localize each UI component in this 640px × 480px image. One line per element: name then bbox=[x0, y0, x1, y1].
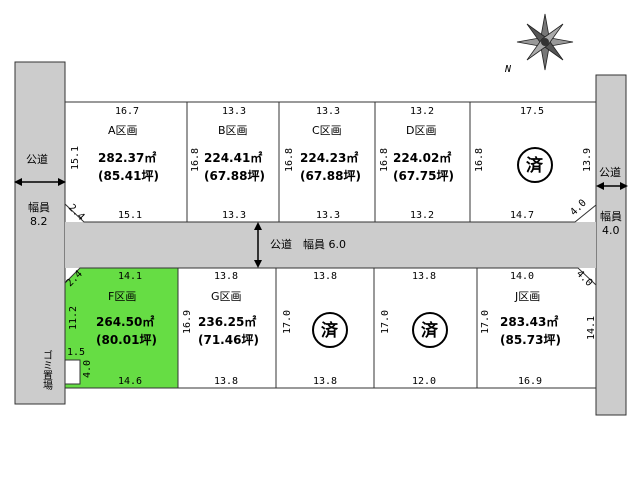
garbage-dim-2: 4.0 bbox=[82, 360, 93, 378]
arrow-head-icon bbox=[254, 260, 262, 268]
left-road-width: 8.2 bbox=[30, 215, 48, 228]
lot-g-left-dim: 16.9 bbox=[182, 310, 193, 334]
lot-f-bottom-dim: 14.6 bbox=[118, 376, 142, 387]
lot-h-left-dim: 17.0 bbox=[282, 310, 293, 334]
right-road-label: 公道 bbox=[599, 165, 621, 179]
lot-j-area: 283.43㎡ bbox=[500, 314, 558, 329]
center-road-label: 公道 幅員 6.0 bbox=[270, 237, 346, 251]
lot-a-area: 282.37㎡ bbox=[98, 150, 156, 165]
lot-f-tsubo: (80.01坪) bbox=[96, 333, 157, 347]
lot-c[interactable] bbox=[278, 101, 376, 223]
lot-a-top-dim: 16.7 bbox=[115, 106, 139, 117]
lot-j-left-dim: 17.0 bbox=[480, 310, 491, 334]
lot-e-left-dim: 16.8 bbox=[474, 148, 485, 172]
sold-mark: 済 bbox=[321, 320, 339, 341]
lot-i-bottom-dim: 12.0 bbox=[412, 376, 436, 387]
lot-a[interactable] bbox=[64, 101, 188, 223]
arrow-head-icon bbox=[620, 182, 628, 190]
sold-badge bbox=[412, 312, 448, 348]
lot-g-tsubo: (71.46坪) bbox=[198, 333, 259, 347]
lot-g-name: G区画 bbox=[211, 290, 242, 303]
right-road-width-label: 幅員 bbox=[600, 210, 622, 223]
compass-icon bbox=[516, 13, 574, 71]
lot-f-left-dim: 11.2 bbox=[68, 306, 79, 330]
lot-b-tsubo: (67.88坪) bbox=[204, 169, 265, 183]
lot-b-area: 224.41㎡ bbox=[204, 150, 262, 165]
sold-mark: 済 bbox=[526, 155, 544, 176]
lot-f-name: F区画 bbox=[108, 290, 136, 303]
lot-d-bottom-dim: 13.2 bbox=[410, 210, 434, 221]
lot-a-name: A区画 bbox=[108, 124, 138, 137]
lot-f-top-dim: 14.1 bbox=[118, 271, 142, 282]
lot-c-name: C区画 bbox=[312, 124, 342, 137]
arrow-head-icon bbox=[596, 182, 604, 190]
arrow-head-icon bbox=[14, 178, 22, 186]
lot-c-left-dim: 16.8 bbox=[284, 148, 295, 172]
lot-d-left-dim: 16.8 bbox=[379, 148, 390, 172]
lot-g-bottom-dim: 13.8 bbox=[214, 376, 238, 387]
lot-g-top-dim: 13.8 bbox=[214, 271, 238, 282]
lot-d-top-dim: 13.2 bbox=[410, 106, 434, 117]
lot-b-name: B区画 bbox=[218, 124, 248, 137]
lot-e-top-dim: 17.5 bbox=[520, 106, 544, 117]
arrow-head-icon bbox=[58, 178, 66, 186]
lot-i-top-dim: 13.8 bbox=[412, 271, 436, 282]
compass-n-label: N bbox=[504, 64, 512, 75]
lot-f-area: 264.50㎡ bbox=[96, 314, 154, 329]
sold-badge bbox=[312, 312, 348, 348]
lot-b[interactable] bbox=[186, 101, 280, 223]
lot-g-area: 236.25㎡ bbox=[198, 314, 256, 329]
lot-d-tsubo: (67.75坪) bbox=[393, 169, 454, 183]
road-right bbox=[595, 74, 627, 416]
left-road-width-label: 幅員 bbox=[28, 201, 50, 214]
lot-d-area: 224.02㎡ bbox=[393, 150, 451, 165]
lot-d-name: D区画 bbox=[406, 124, 436, 137]
lot-a-bottom-dim: 15.1 bbox=[118, 210, 142, 221]
lot-e-right-dim: 13.9 bbox=[582, 148, 593, 172]
lot-d[interactable] bbox=[374, 101, 471, 223]
lot-c-tsubo: (67.88坪) bbox=[300, 169, 361, 183]
arrow-head-icon bbox=[254, 222, 262, 230]
road-left bbox=[14, 61, 66, 405]
road-center bbox=[65, 222, 596, 268]
garbage-area bbox=[64, 359, 81, 385]
lot-c-bottom-dim: 13.3 bbox=[316, 210, 340, 221]
left-road-label: 公道 bbox=[26, 152, 48, 166]
sold-mark: 済 bbox=[421, 320, 439, 341]
lot-j-bottom-dim: 16.9 bbox=[518, 376, 542, 387]
lot-b-top-dim: 13.3 bbox=[222, 106, 246, 117]
lot-c-area: 224.23㎡ bbox=[300, 150, 358, 165]
lot-j-right-dim: 14.1 bbox=[586, 316, 597, 340]
garbage-dim-1: 1.5 bbox=[67, 347, 85, 358]
lot-b-bottom-dim: 13.3 bbox=[222, 210, 246, 221]
lot-i-left-dim: 17.0 bbox=[380, 310, 391, 334]
right-road-width: 4.0 bbox=[602, 224, 620, 237]
lot-j-tsubo: (85.73坪) bbox=[500, 333, 561, 347]
lot-j-name: J区画 bbox=[514, 290, 540, 303]
lot-h-top-dim: 13.8 bbox=[313, 271, 337, 282]
lot-b-left-dim: 16.8 bbox=[190, 148, 201, 172]
garbage-label: ゴミ置場 bbox=[41, 349, 53, 391]
lot-a-tsubo: (85.41坪) bbox=[98, 169, 159, 183]
lot-c-top-dim: 13.3 bbox=[316, 106, 340, 117]
lot-e-bottom-dim: 14.7 bbox=[510, 210, 534, 221]
sold-badge bbox=[517, 147, 553, 183]
lot-h-bottom-dim: 13.8 bbox=[313, 376, 337, 387]
lot-a-left-dim: 15.1 bbox=[70, 146, 81, 170]
lot-j-top-dim: 14.0 bbox=[510, 271, 534, 282]
lot-j[interactable] bbox=[476, 267, 597, 389]
